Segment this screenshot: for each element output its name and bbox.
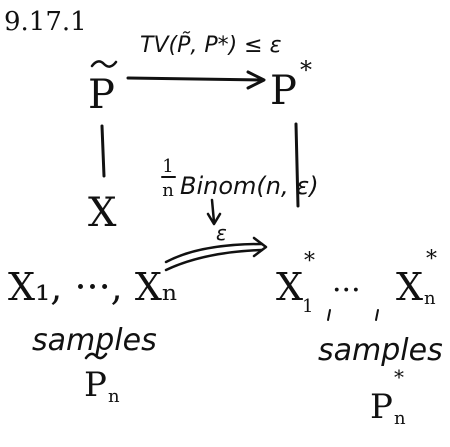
- samples-word-right: samples: [318, 333, 443, 368]
- coupling-eps: ε: [216, 221, 227, 245]
- coupling-frac-den: n: [162, 180, 174, 201]
- pn-tilde-mark: [84, 352, 108, 360]
- samples-right-x1: X: [276, 265, 303, 309]
- node-p-tilde-letter: P: [88, 72, 115, 118]
- node-pn-tilde-sub: n: [108, 386, 120, 407]
- coupling-label: 1 n Binom(n, ε) ε: [161, 156, 319, 245]
- samples-word-left: samples: [32, 323, 157, 358]
- coupling-arrow-line-1: [164, 242, 264, 264]
- tilde-mark: [90, 60, 118, 68]
- samples-right-dots: ···: [332, 273, 361, 308]
- samples-right-x1-sup: *: [304, 249, 315, 274]
- right-comma-2: [375, 309, 379, 321]
- edge-left-vertical: [100, 124, 106, 178]
- node-pn-tilde-letter: P: [84, 365, 107, 405]
- edge-top: TV(P̃, P*) ≤ ε: [126, 32, 282, 90]
- coupling-down-stroke: [210, 198, 216, 224]
- node-p-star-sup: *: [300, 56, 312, 84]
- coupling-down-arrowhead: [206, 212, 222, 226]
- edge-right-vertical: [294, 122, 300, 208]
- samples-right-xn: X: [396, 265, 423, 309]
- node-pn-star-sub: n: [394, 408, 406, 429]
- samples-right-xn-sub: n: [424, 288, 436, 309]
- coupling-frac-num: 1: [162, 156, 173, 177]
- edge-top-arrowhead: [246, 70, 266, 90]
- node-pn-star-sup: *: [394, 365, 404, 389]
- samples-left-seq: X₁, ···, Xₙ: [8, 265, 178, 309]
- node-p-star: P *: [270, 56, 312, 114]
- right-comma-1: [327, 309, 331, 321]
- node-pn-tilde: P n: [84, 352, 120, 407]
- coupling-arrow-line-2: [164, 248, 264, 272]
- coupling-arrow-head: [252, 236, 268, 258]
- edge-top-label: TV(P̃, P*) ≤ ε: [140, 32, 282, 58]
- node-pn-star-letter: P: [370, 387, 393, 427]
- samples-right-x1-sub: 1: [302, 296, 313, 317]
- samples-right-seq: X * 1 ··· X * n: [276, 247, 437, 321]
- node-p-star-letter: P: [270, 68, 297, 114]
- section-label: 9.17.1: [4, 7, 87, 37]
- node-p-tilde: P: [88, 60, 118, 118]
- coupling-binom: Binom(n, ε): [180, 172, 319, 200]
- edge-coupling-arrow: [164, 236, 268, 272]
- samples-right-xn-sup: *: [426, 247, 437, 272]
- node-pn-star: P * n: [370, 365, 406, 429]
- edge-top-line: [126, 76, 264, 82]
- node-x: X: [88, 190, 117, 236]
